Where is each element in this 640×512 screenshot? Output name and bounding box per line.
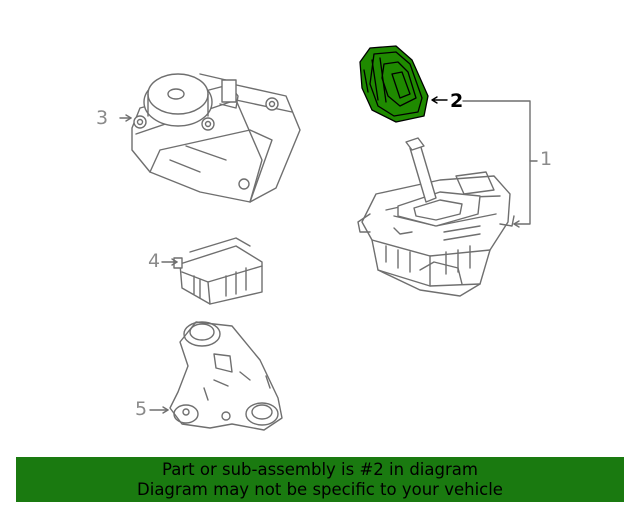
leader-arrow-2	[431, 96, 448, 104]
parts-diagram	[119, 45, 538, 431]
callout-5: 5	[135, 398, 148, 420]
callout-4: 4	[148, 250, 161, 272]
leader-arrow-5	[162, 406, 169, 414]
banner-line-part-number: Part or sub-assembly is #2 in diagram	[162, 460, 478, 479]
part-2-shift-knob[interactable]	[359, 45, 429, 123]
leader-arrow-3	[125, 114, 132, 122]
info-banner: Part or sub-assembly is #2 in diagram Di…	[16, 457, 624, 502]
leader-bracket-1	[462, 100, 531, 225]
callout-3: 3	[96, 107, 109, 129]
part-5-bracket[interactable]	[169, 321, 283, 431]
callout-1: 1	[540, 148, 553, 170]
banner-line-disclaimer: Diagram may not be specific to your vehi…	[137, 480, 503, 499]
leader-arrow-4	[171, 258, 178, 266]
part-3-actuator[interactable]	[131, 73, 301, 203]
part-4-control-module[interactable]	[173, 237, 263, 305]
part-1-shifter-assembly[interactable]	[357, 137, 515, 297]
leader-arrow-1	[513, 220, 520, 228]
callout-2[interactable]: 2	[450, 90, 464, 112]
